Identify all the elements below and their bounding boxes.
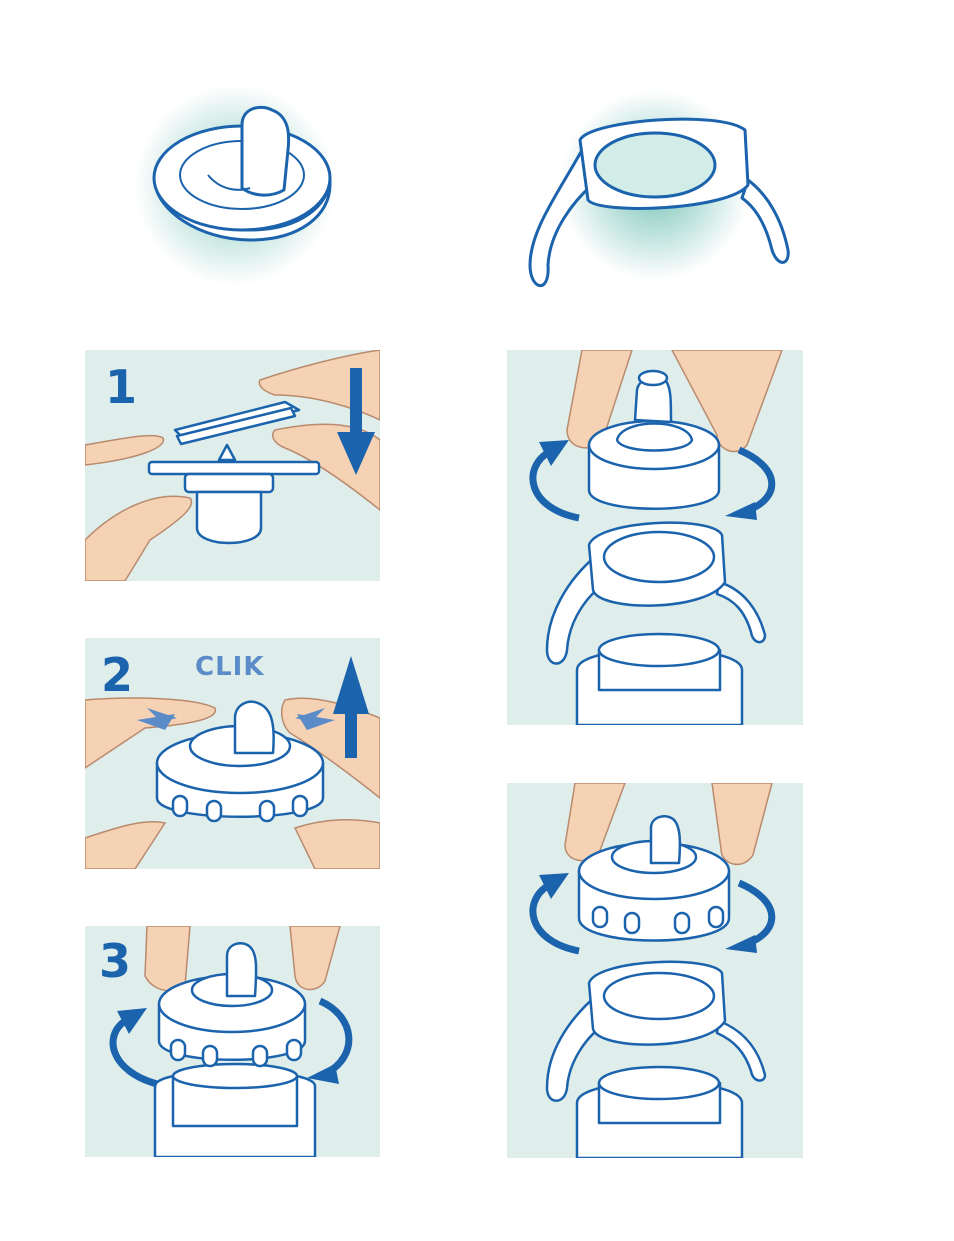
step-3-panel: 3 bbox=[85, 926, 380, 1157]
handle-ring-illustration bbox=[520, 90, 800, 300]
step-2-panel: 2 CLIK bbox=[85, 638, 380, 869]
spout-part-illustration bbox=[130, 80, 340, 290]
assembly-panel-spout bbox=[507, 783, 803, 1158]
assembly-panel-nipple bbox=[507, 350, 803, 725]
step-1-panel: 1 bbox=[85, 350, 380, 581]
